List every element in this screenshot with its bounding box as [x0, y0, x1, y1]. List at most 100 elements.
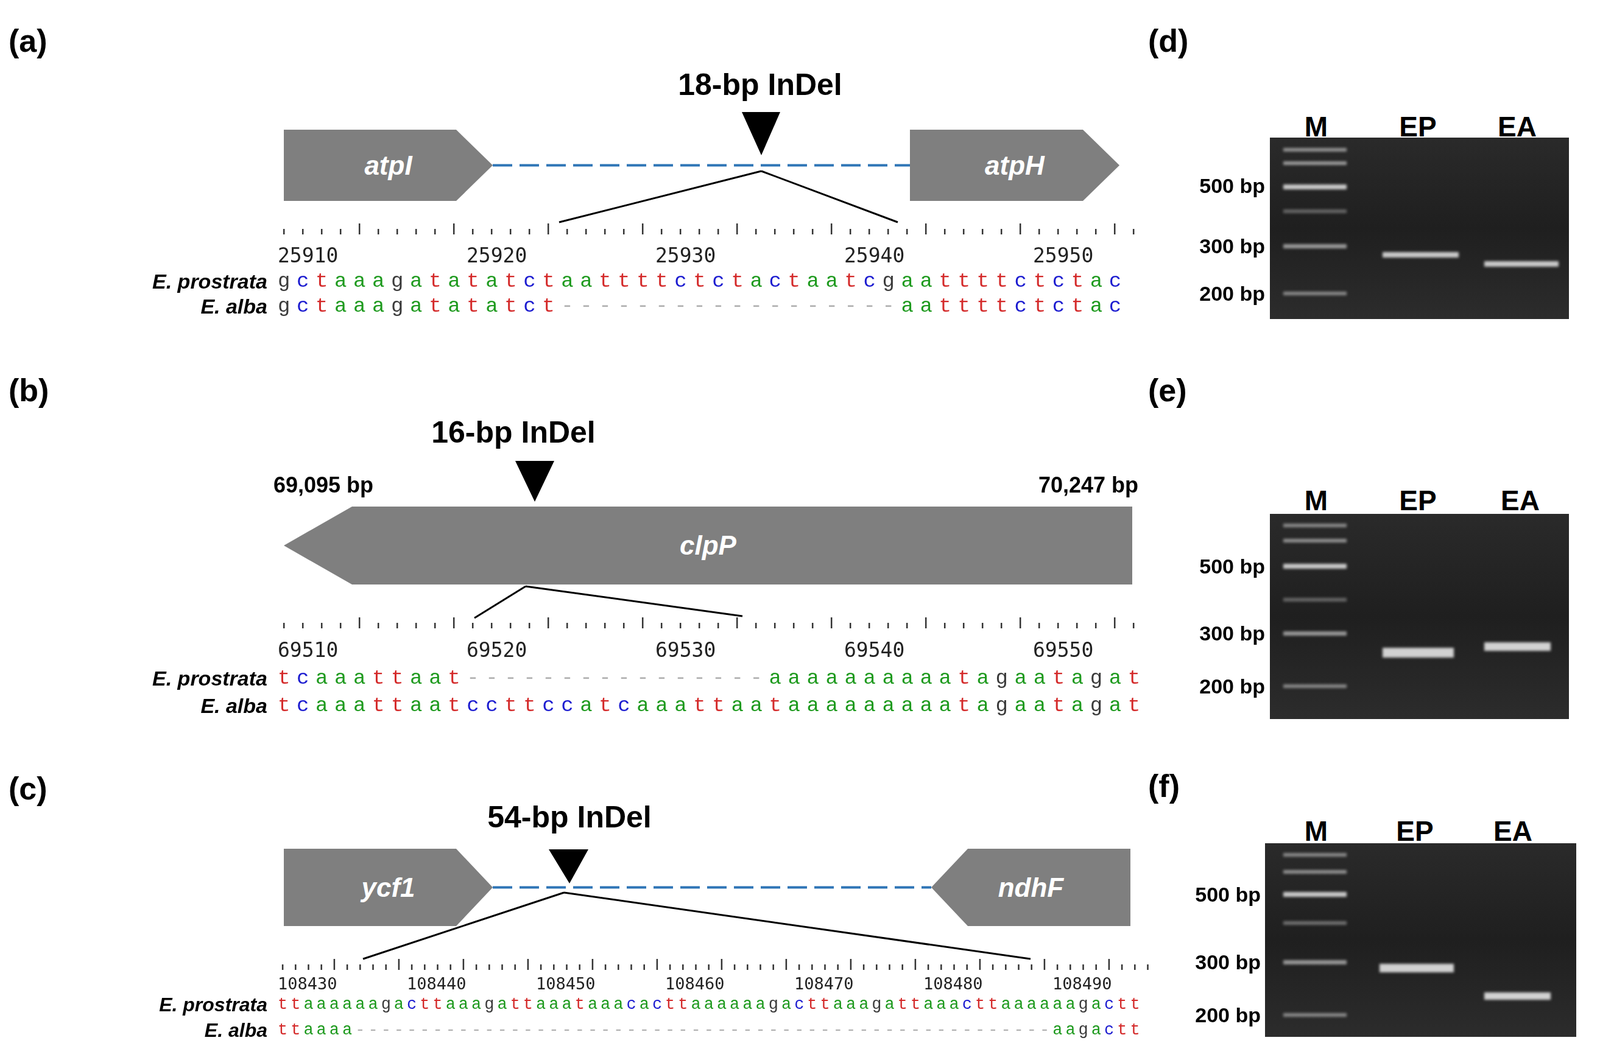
ruler-tick: [641, 223, 644, 235]
gel-bands: [1283, 148, 1559, 296]
ruler-tick: [462, 959, 465, 971]
nucleotide: -: [794, 1021, 808, 1040]
nucleotide: a: [353, 269, 373, 293]
ruler-tick: [453, 617, 455, 629]
nucleotide: t: [910, 995, 924, 1015]
nucleotide: a: [833, 995, 846, 1015]
nucleotide: t: [372, 694, 392, 718]
ruler-tick: [1132, 229, 1135, 235]
nucleotide: -: [458, 1021, 472, 1040]
nucleotide: a: [1109, 694, 1128, 718]
nucleotide: a: [409, 666, 429, 691]
nucleotide: -: [432, 1021, 446, 1040]
ruler-tick: [798, 964, 801, 971]
nucleotide: t: [844, 269, 864, 293]
ruler-tick: [1076, 229, 1079, 235]
nucleotide: a: [639, 995, 653, 1015]
ruler-tick: [717, 623, 720, 629]
ruler-tick: [1043, 959, 1046, 971]
ruler-tick: [490, 623, 493, 629]
nucleotide: -: [711, 294, 731, 318]
nucleotide: t: [447, 694, 467, 718]
nucleotide: t: [617, 269, 637, 293]
ruler-tick: [641, 617, 644, 629]
nucleotide: t: [1052, 694, 1072, 718]
ruler-tick: [320, 964, 323, 971]
nucleotide: a: [691, 995, 705, 1015]
species-name: E. alba: [200, 695, 268, 717]
ruler-tick: [283, 229, 286, 235]
nucleotide: g: [391, 294, 410, 318]
ruler-tick: [1057, 229, 1060, 235]
nucleotide: -: [749, 666, 769, 691]
ruler-tick: [396, 623, 399, 629]
nucleotide: a: [334, 294, 354, 318]
size-marker: 200 bp: [1194, 1004, 1261, 1026]
nucleotide: t: [542, 269, 561, 293]
size-marker: 300 bp: [1199, 623, 1266, 644]
ruler-tick: [553, 964, 555, 971]
gene-name: ycf1: [361, 874, 415, 902]
ruler-tick: [1113, 617, 1116, 629]
ruler-tick: [578, 964, 581, 971]
nucleotide: -: [1014, 1021, 1027, 1040]
nucleotide: t: [574, 995, 588, 1015]
gel-image: MEPEA: [1269, 514, 1569, 720]
ruler-tick: [1019, 617, 1022, 629]
nucleotide: -: [598, 294, 618, 318]
ruler-tick: [868, 229, 871, 235]
nucleotide: a: [458, 995, 472, 1015]
nucleotide: c: [794, 995, 808, 1015]
nucleotide: t: [504, 294, 524, 318]
species-name: E. alba: [204, 1020, 268, 1041]
size-marker: 200 bp: [1199, 283, 1266, 304]
nucleotide: g: [768, 995, 782, 1015]
nucleotide: a: [920, 694, 940, 718]
nucleotide: a: [844, 694, 864, 718]
nucleotide: -: [381, 1021, 395, 1040]
nucleotide: a: [315, 694, 335, 718]
ruler-tick: [660, 229, 663, 235]
nucleotide: -: [987, 1021, 1001, 1040]
ladder-band: [1283, 539, 1347, 543]
ruler-tick: [1082, 964, 1085, 971]
panel-letter: (d): [1148, 24, 1189, 57]
ruler-tick: [811, 964, 814, 971]
ruler-tick: [1038, 229, 1041, 235]
nucleotide: a: [863, 694, 882, 718]
ruler-tick: [669, 964, 672, 971]
nucleotide: t: [820, 995, 834, 1015]
ruler-tick: [377, 623, 380, 629]
nucleotide: t: [466, 294, 486, 318]
gel-image: MEPEA: [1265, 843, 1577, 1038]
gene-arrow-shape: [283, 849, 493, 927]
nucleotide: -: [504, 666, 524, 691]
nucleotide: t: [995, 269, 1015, 293]
nucleotide: t: [1129, 995, 1143, 1015]
nucleotide: a: [858, 995, 872, 1015]
ruler-tick: [585, 623, 588, 629]
nucleotide: -: [367, 1021, 381, 1040]
size-marker: 300 bp: [1194, 951, 1261, 973]
indel-triangle: [741, 112, 781, 156]
ruler-tick: [434, 229, 437, 235]
nucleotide: -: [729, 1021, 743, 1040]
nucleotide: a: [560, 269, 580, 293]
ruler-tick: [604, 964, 607, 971]
ruler-tick: [415, 229, 418, 235]
sequence: gctaaagatatatct------------------aattttc…: [277, 296, 1128, 317]
nucleotide: a: [447, 294, 467, 318]
nucleotide: -: [975, 1021, 988, 1040]
nucleotide: c: [962, 995, 976, 1015]
nucleotide: a: [372, 269, 392, 293]
ruler-tick: [981, 229, 984, 235]
nucleotide: c: [1052, 269, 1072, 293]
nucleotide: t: [693, 269, 712, 293]
sample-band: [1382, 252, 1459, 258]
nucleotide: a: [936, 995, 949, 1015]
ruler-tick: [396, 229, 399, 235]
nucleotide: a: [471, 995, 485, 1015]
nucleotide: g: [995, 666, 1015, 691]
ruler-tick: [592, 959, 594, 971]
ruler-tick: [746, 964, 749, 971]
